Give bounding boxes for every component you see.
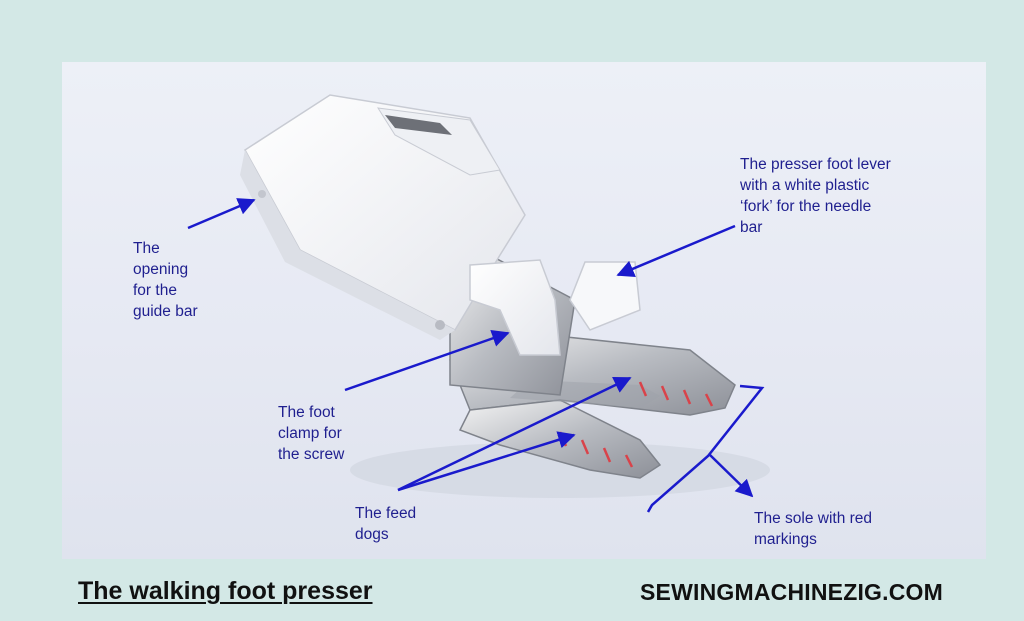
- label-presser-foot-lever: The presser foot lever with a white plas…: [740, 156, 891, 236]
- label-feed-dogs: The feed dogs: [355, 505, 417, 543]
- foot-shadow: [350, 442, 770, 498]
- page-title: The walking foot presser: [78, 577, 373, 605]
- foot-clamp-block: [469, 259, 561, 356]
- label-opening-for-guide-bar: The opening for the guide bar: [133, 240, 198, 320]
- product-photo-panel: [62, 62, 986, 559]
- white-fork: [569, 261, 641, 331]
- walking-foot-illustration: [187, 94, 770, 513]
- label-sole-red-markings: The sole with red markings: [754, 510, 873, 548]
- label-foot-clamp: The foot clamp for the screw: [278, 404, 345, 463]
- white-housing: [240, 94, 526, 340]
- site-name: SEWINGMACHINEZIG.COM: [640, 579, 943, 605]
- annotation-arrows: [187, 198, 765, 513]
- screw-hole: [435, 320, 445, 330]
